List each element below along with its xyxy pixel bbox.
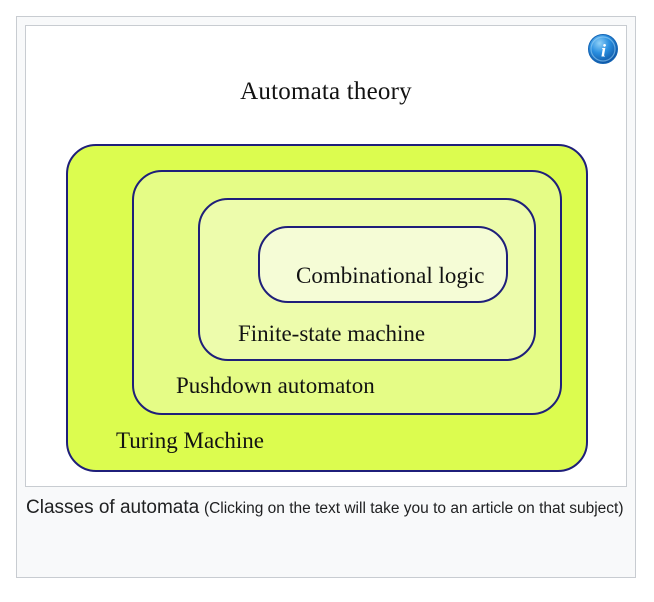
class-label-finite-state-machine[interactable]: Finite-state machine <box>238 321 426 346</box>
class-box-finite-state-machine[interactable]: Finite-state machine Combinational logic <box>198 198 536 361</box>
class-label-turing-machine[interactable]: Turing Machine <box>116 428 265 453</box>
svg-text:i: i <box>601 41 606 61</box>
figure-thumbnail: i Automata theory Turing Machine Pushdow… <box>16 16 636 578</box>
diagram-title[interactable]: Automata theory <box>240 78 412 105</box>
class-label-combinational-logic[interactable]: Combinational logic <box>296 263 485 288</box>
class-box-pushdown-automaton[interactable]: Pushdown automaton Finite-state machine … <box>132 170 562 415</box>
class-label-pushdown-automaton[interactable]: Pushdown automaton <box>176 373 375 398</box>
figure-caption: Classes of automata (Clicking on the tex… <box>26 495 626 522</box>
figure-image-area[interactable]: i Automata theory Turing Machine Pushdow… <box>25 25 627 487</box>
info-icon[interactable]: i <box>587 33 619 65</box>
class-box-combinational-logic[interactable]: Combinational logic <box>258 226 508 303</box>
caption-note: (Clicking on the text will take you to a… <box>203 500 624 517</box>
class-box-turing-machine[interactable]: Turing Machine Pushdown automaton Finite… <box>66 144 588 472</box>
caption-title: Classes of automata <box>26 497 200 518</box>
automata-classes-diagram: Automata theory Turing Machine Pushdown … <box>26 26 626 486</box>
